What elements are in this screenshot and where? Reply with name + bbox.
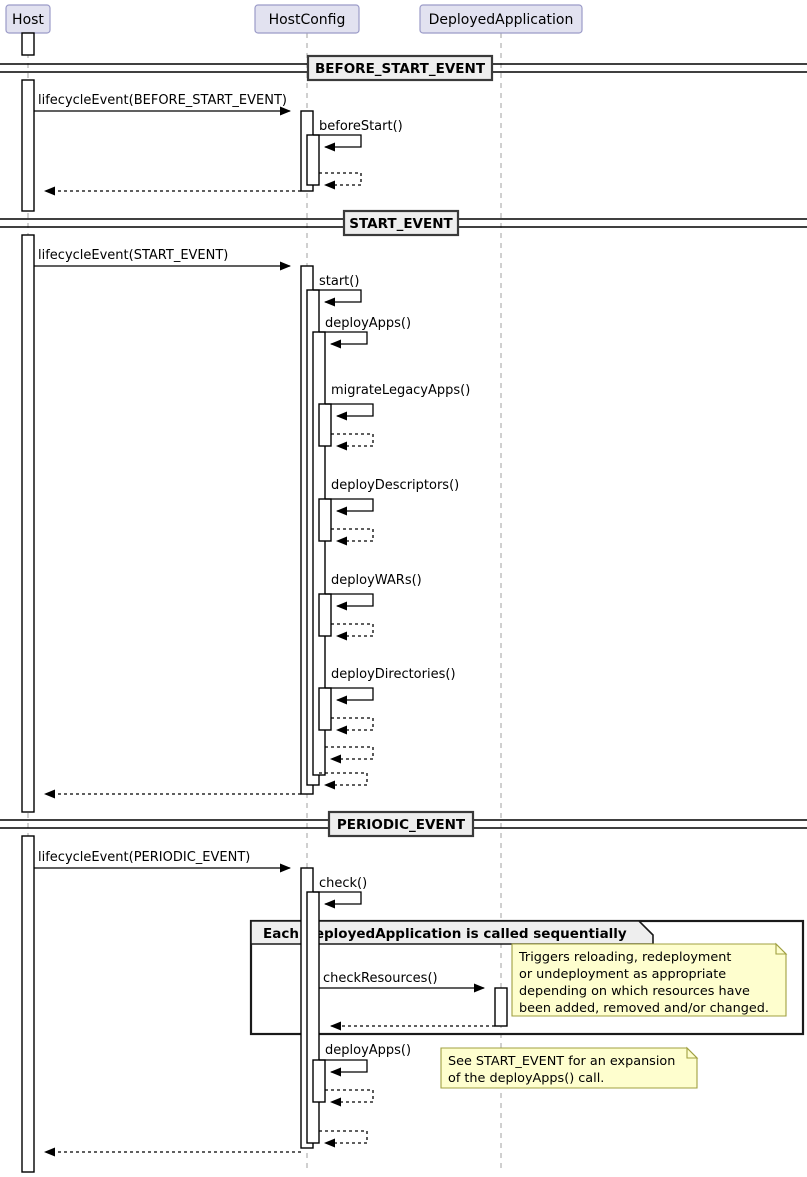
- message-label-m1: lifecycleEvent(BEFORE_START_EVENT): [38, 93, 287, 108]
- message-return-deploydescriptors: [331, 528, 374, 546]
- participant-hostconfig[interactable]: HostConfig: [254, 4, 360, 34]
- activation-host-start: [21, 234, 35, 813]
- note-deploy-apps-body: [440, 1047, 698, 1089]
- note-check-resources-line-2: or undeployment as appropriate: [519, 967, 726, 982]
- note-check-resources: Triggers reloading, redeployment or unde…: [511, 942, 788, 1017]
- message-start: start(): [313, 274, 362, 307]
- message-lifecycleevent-before-start-event: lifecycleEvent(BEFORE_START_EVENT): [34, 93, 291, 116]
- message-label-m23: deployApps(): [325, 1043, 411, 1058]
- note-deploy-apps-line-2: of the deployApps() call.: [448, 1071, 604, 1086]
- participant-host-label: Host: [12, 12, 44, 28]
- message-beforestart: beforeStart(): [313, 119, 403, 152]
- message-return-beforestart: [319, 172, 362, 190]
- group-loop-tab: [250, 920, 654, 945]
- note-deploy-apps-line-1: See START_EVENT for an expansion: [448, 1054, 675, 1069]
- message-deployapps-start: deployApps(): [319, 316, 411, 349]
- divider-start-event: START_EVENT: [0, 209, 807, 237]
- group-loop-deployed-application: Each DeployedApplication is called seque…: [249, 919, 805, 1036]
- message-lifecycleevent-periodic-event: lifecycleEvent(PERIODIC_EVENT): [34, 850, 291, 873]
- participant-deployedapplication[interactable]: DeployedApplication: [419, 4, 583, 34]
- participant-deployedapplication-box[interactable]: [419, 4, 583, 34]
- message-label-m19: lifecycleEvent(PERIODIC_EVENT): [38, 850, 250, 865]
- activation-host-periodic: [21, 835, 35, 1173]
- group-loop-label: Each DeployedApplication is called seque…: [263, 926, 627, 942]
- message-check: check(): [313, 876, 367, 909]
- activation-host-before-start: [21, 79, 35, 212]
- message-return-deploydirectories: [331, 717, 374, 735]
- divider-start-event-label: START_EVENT: [349, 216, 453, 232]
- message-label-m21: checkResources(): [323, 971, 438, 986]
- message-label-m10: deployDescriptors(): [331, 478, 459, 493]
- message-label-m6: start(): [319, 274, 359, 289]
- divider-before-start-event-box: [306, 54, 494, 82]
- divider-periodic-event-label: PERIODIC_EVENT: [337, 817, 466, 833]
- activation-deployedapplication: [494, 987, 508, 1027]
- message-deploydirectories: deployDirectories(): [325, 667, 456, 705]
- activation-config-beforestart-inner: [306, 134, 320, 186]
- message-deploywars: deployWARs(): [325, 573, 422, 611]
- divider-before-start-event: BEFORE_START_EVENT: [0, 54, 807, 82]
- note-check-resources-body: [511, 943, 787, 1017]
- message-return-start-inner: [319, 772, 368, 790]
- activation-config-deploydirectories: [318, 687, 332, 731]
- activation-config-deployapps-periodic: [312, 1059, 326, 1103]
- note-check-resources-line-4: been added, removed and/or changed.: [519, 1001, 769, 1016]
- participant-hostconfig-label: HostConfig: [269, 12, 346, 28]
- message-migratelegacyapps: migrateLegacyApps(): [325, 383, 470, 421]
- divider-start-event-box: [342, 209, 460, 237]
- note-check-resources-line-1: Triggers reloading, redeployment: [518, 950, 731, 965]
- note-deploy-apps: See START_EVENT for an expansion of the …: [440, 1046, 699, 1089]
- message-return-deploywars: [331, 623, 374, 641]
- activation-config-migratelegacyapps: [318, 403, 332, 447]
- divider-before-start-event-label: BEFORE_START_EVENT: [315, 61, 486, 77]
- message-label-m7: deployApps(): [325, 316, 411, 331]
- message-lifecycleevent-start-event: lifecycleEvent(START_EVENT): [34, 248, 291, 271]
- note-check-resources-fold: [775, 942, 788, 955]
- participant-hostconfig-box[interactable]: [254, 4, 360, 34]
- message-return-migratelegacyapps: [331, 433, 374, 451]
- message-return-deployapps-periodic: [325, 1089, 374, 1107]
- note-deploy-apps-fold: [686, 1046, 699, 1059]
- activation-config-check-l2: [306, 891, 320, 1144]
- message-label-m8: migrateLegacyApps(): [331, 383, 470, 398]
- message-deployapps-periodic: deployApps(): [319, 1043, 411, 1077]
- message-label-m5: lifecycleEvent(START_EVENT): [38, 248, 228, 263]
- message-label-m14: deployDirectories(): [331, 667, 456, 682]
- activation-config-deploydescriptors: [318, 498, 332, 542]
- message-label-m2: beforeStart(): [319, 119, 403, 134]
- participant-host[interactable]: Host: [5, 4, 51, 34]
- message-label-m12: deployWARs(): [331, 573, 422, 588]
- activation-config-deploywars: [318, 593, 332, 637]
- message-label-m20: check(): [319, 876, 367, 891]
- message-checkresources: checkResources(): [319, 971, 485, 993]
- participant-deployedapplication-label: DeployedApplication: [429, 12, 574, 28]
- message-return-check-periodic: [319, 1130, 368, 1148]
- activation-host-initial: [21, 32, 35, 56]
- message-deploydescriptors: deployDescriptors(): [325, 478, 459, 516]
- divider-periodic-event: PERIODIC_EVENT: [0, 810, 807, 838]
- divider-periodic-event-box: [327, 810, 475, 838]
- note-check-resources-line-3: depending on which resources have: [519, 984, 750, 999]
- message-return-deployapps-start: [325, 746, 374, 764]
